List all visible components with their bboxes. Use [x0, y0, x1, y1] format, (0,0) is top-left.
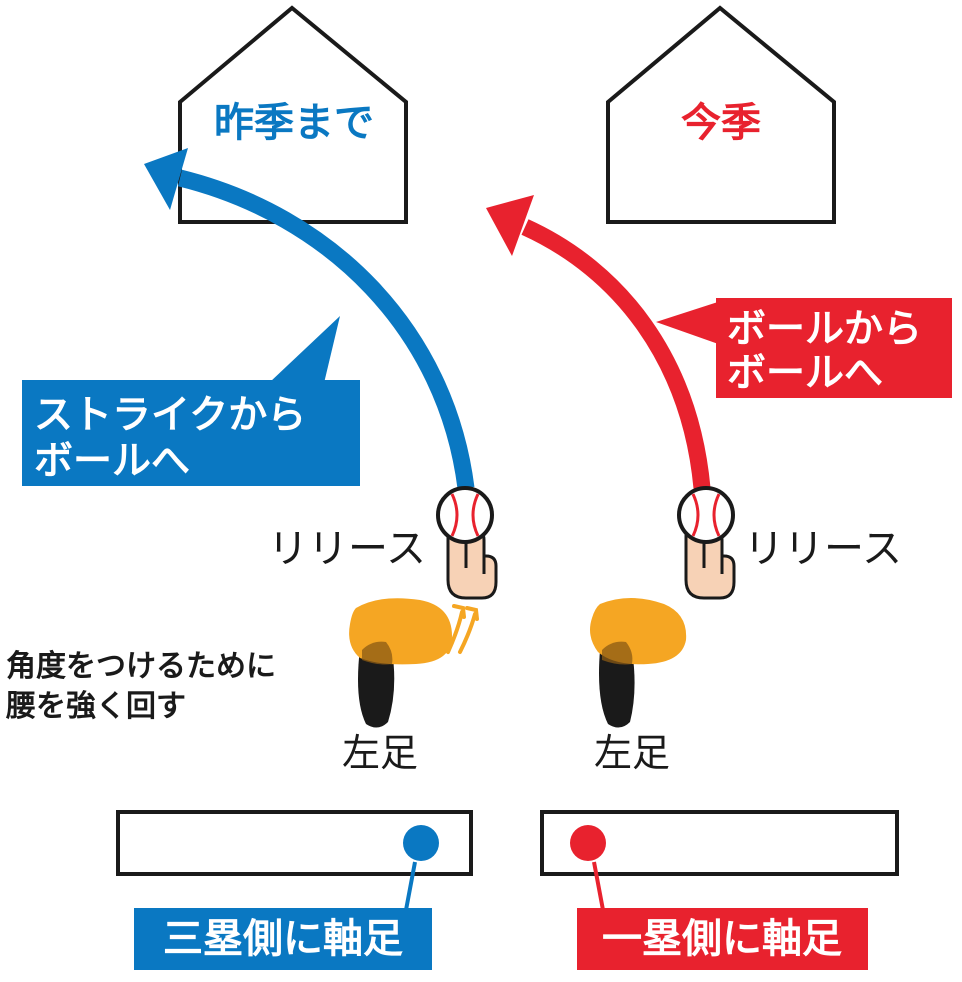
callout-left-line2: ボールへ — [34, 439, 190, 484]
pivot-label-right-box — [577, 908, 868, 970]
hip-left-overlap — [362, 641, 393, 665]
callout-right-line2: ボールへ — [727, 351, 883, 396]
pivot-connector-left — [404, 861, 417, 911]
pivot-label-left: 三塁側に軸足 — [163, 916, 403, 962]
hip-rotation-arrows-icon — [446, 604, 479, 654]
home-plate-right-label: 今季 — [681, 100, 761, 146]
trajectory-left-arrowhead — [144, 148, 188, 210]
pivot-connector-right — [592, 861, 605, 911]
release-left-label: リリース — [268, 526, 426, 572]
release-right-ball-icon — [677, 486, 735, 544]
release-right-label: リリース — [744, 526, 902, 572]
home-plate-left-label: 昨季まで — [214, 100, 374, 146]
foot-label-right: 左足 — [594, 731, 670, 775]
callout-right-line1: ボールから — [727, 307, 922, 352]
hip-note-line2: 腰を強く回す — [6, 689, 186, 724]
pivot-foot-dot-left — [403, 825, 439, 861]
trajectory-right-line — [521, 219, 711, 489]
pivot-label-right: 一塁側に軸足 — [602, 916, 842, 962]
home-plate-right — [606, 5, 836, 224]
hip-note-line1: 角度をつけるために — [6, 649, 276, 684]
callout-left-box — [22, 380, 360, 486]
pivot-label-left-box — [134, 908, 432, 970]
trajectory-left-line — [177, 169, 475, 490]
foot-label-left: 左足 — [342, 731, 418, 775]
callout-left-pointer — [270, 316, 340, 400]
left-leg-left — [358, 648, 395, 728]
release-left-ball-icon — [436, 486, 494, 544]
hip-right-overlap — [602, 641, 633, 665]
callout-right-pointer — [656, 300, 724, 346]
trajectory-right-arrowhead — [486, 195, 534, 256]
home-plate-left — [178, 5, 408, 224]
callout-right-box — [716, 298, 952, 398]
pivot-foot-dot-right — [570, 825, 606, 861]
left-leg-right — [599, 650, 635, 728]
callout-left-line1: ストライクから — [34, 393, 306, 438]
